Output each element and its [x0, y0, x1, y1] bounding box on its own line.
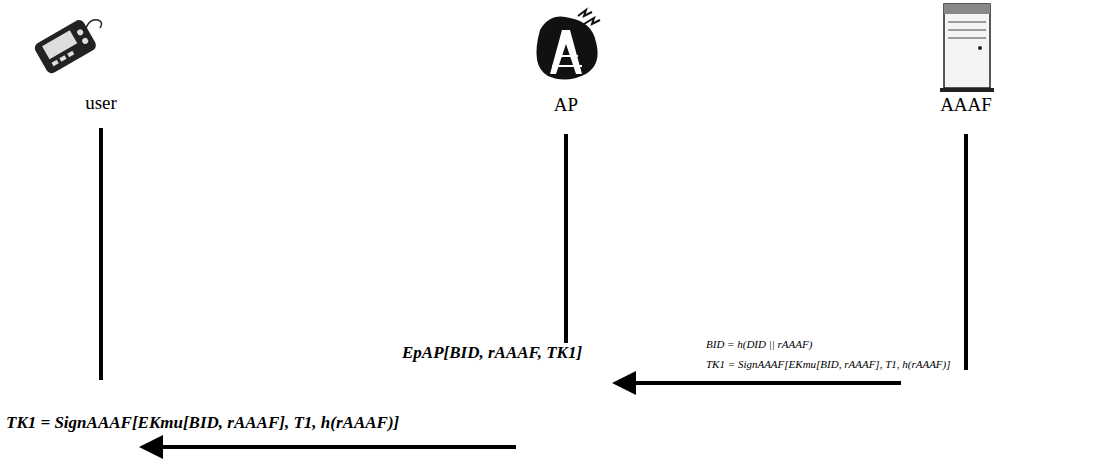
participant-name: AAAF	[901, 94, 1031, 116]
lifeline	[564, 134, 568, 360]
lifeline	[964, 134, 968, 370]
computation-note: BID = h(DID || rAAAF)	[705, 338, 813, 351]
participant-name: AP	[516, 94, 616, 116]
message-arrow	[616, 381, 901, 385]
server-icon	[940, 4, 994, 92]
participant-column: AP	[516, 94, 616, 459]
participant-column: user	[59, 92, 143, 457]
participant-column: AAAF	[901, 94, 1031, 459]
message-arrow	[143, 445, 516, 449]
computation-note: TK1 = SignAAAF[EKmu[BID, rAAAF], T1, h(r…	[705, 358, 952, 371]
participant-name: user	[59, 92, 143, 114]
tower-icon	[536, 10, 600, 80]
lifeline	[99, 128, 103, 380]
handheld-icon	[33, 18, 98, 75]
message-label: EpAP[BID, rAAAF, TK1]	[400, 343, 584, 363]
message-label: TK1 = SignAAAF[EKmu[BID, rAAAF], T1, h(r…	[4, 413, 401, 433]
